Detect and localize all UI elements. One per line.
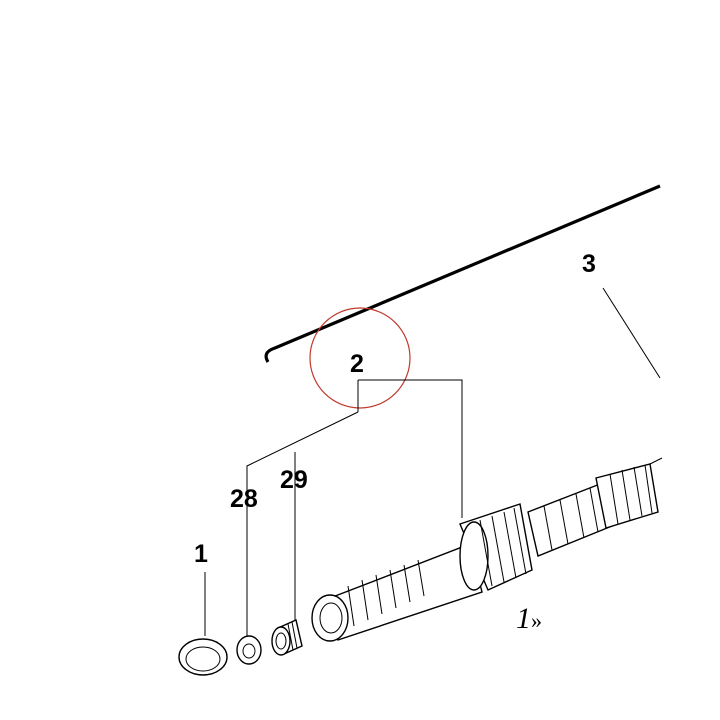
ring-part-28	[236, 635, 262, 665]
figure-mark-number: 1	[516, 602, 531, 635]
washer-part-1	[178, 638, 228, 676]
housing-edge-line	[264, 184, 661, 363]
callout-label-28: 28	[230, 485, 258, 513]
callout-label-29: 29	[280, 466, 308, 494]
callout-label-2: 2	[350, 350, 364, 378]
callout-label-3: 3	[582, 250, 596, 278]
highlight-circle	[309, 307, 411, 409]
needle-bearing-part-29	[271, 619, 303, 656]
figure-mark: 1»	[516, 602, 542, 635]
callout-label-1: 1	[194, 540, 208, 568]
figure-mark-suffix: »	[531, 608, 542, 633]
leader-lines	[204, 287, 661, 640]
input-shaft-part-2	[311, 457, 663, 642]
